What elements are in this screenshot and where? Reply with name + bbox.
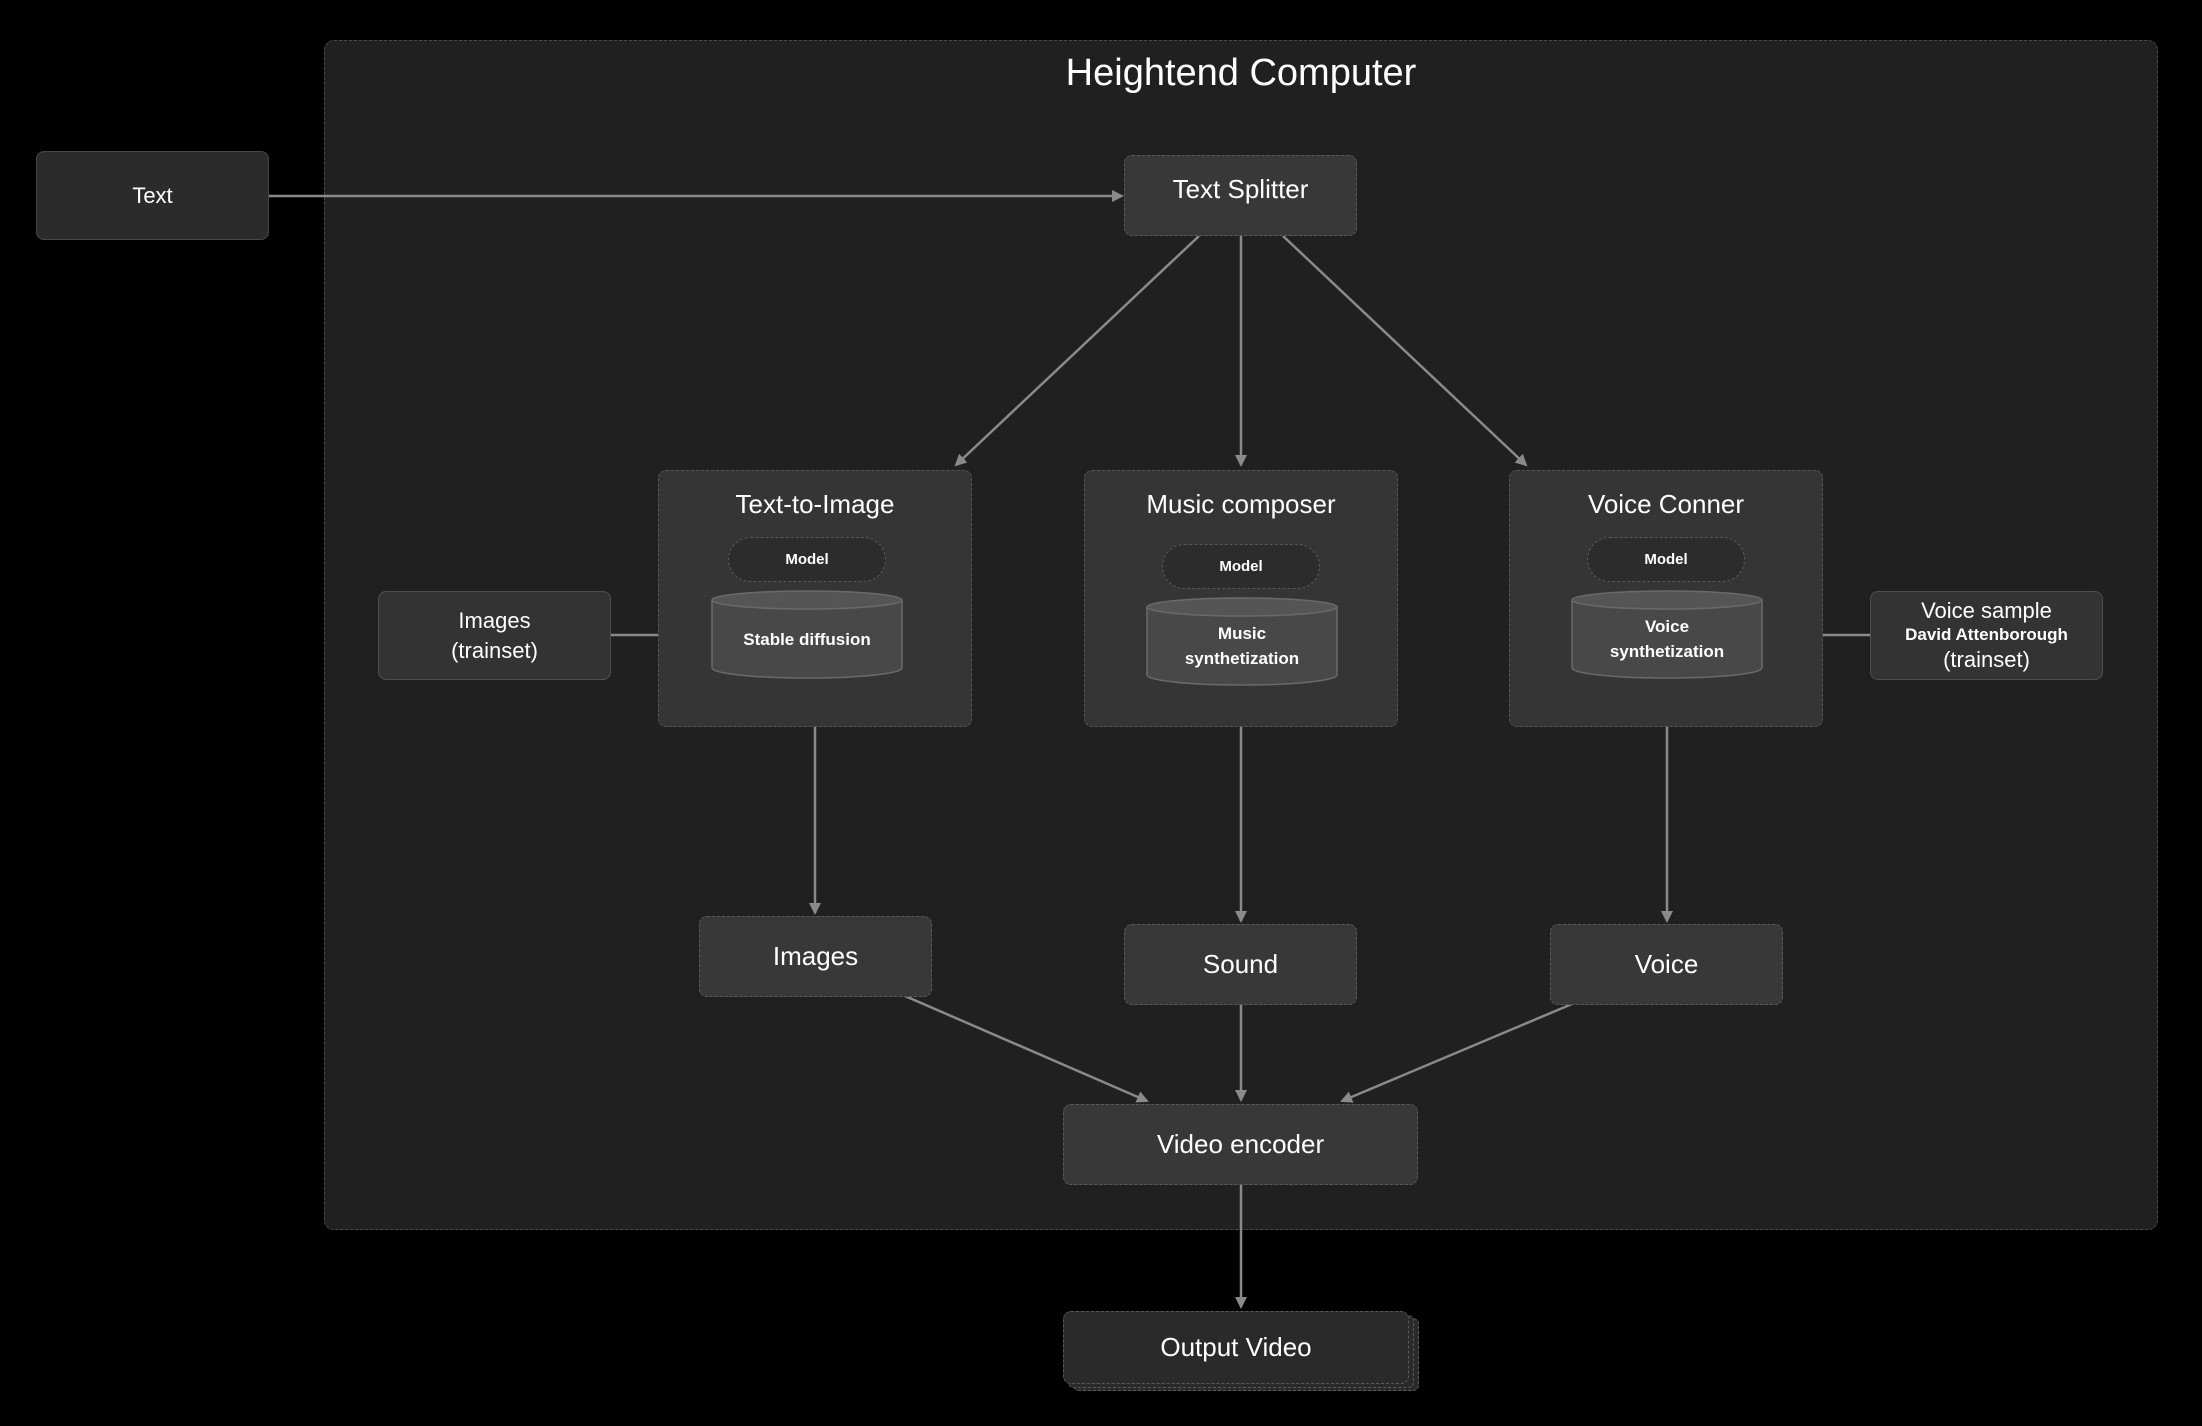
images-trainset-node: Images (trainset) (378, 591, 611, 680)
images-trainset-line2: (trainset) (451, 637, 538, 663)
music-synthetization-cylinder (1146, 597, 1338, 686)
images-output-label: Images (772, 941, 859, 971)
stable-diffusion-text: Stable diffusion (743, 629, 871, 649)
output-video-node: Output Video (1063, 1311, 1409, 1384)
stable-diffusion-cylinder (711, 590, 903, 679)
music-synthetization-label: Music synthetization (1146, 611, 1338, 681)
voice-synthetization-cylinder (1571, 590, 1763, 679)
music-synthetization-line2: synthetization (1184, 649, 1300, 668)
music-composer-model-pill: Model (1162, 544, 1320, 589)
text-splitter-node: Text Splitter (1124, 155, 1357, 236)
voice-conner-title: Voice Conner (1587, 489, 1745, 519)
music-synthetization-line1: Music (1217, 624, 1267, 643)
output-video-label: Output Video (1160, 1332, 1312, 1362)
edge-splitter-to-text-to-image (954, 235, 1200, 467)
voice-sample-line1: Voice sample (1921, 597, 2052, 623)
voice-output-node: Voice (1550, 924, 1783, 1005)
text-to-image-title: Text-to-Image (735, 489, 895, 519)
voice-conner-model-pill: Model (1587, 537, 1745, 582)
edge-splitter-to-voice-conner (1282, 235, 1528, 467)
voice-output-label: Voice (1634, 949, 1699, 979)
stable-diffusion-label: Stable diffusion (711, 604, 903, 674)
video-encoder-node: Video encoder (1063, 1104, 1418, 1185)
sound-output-node: Sound (1124, 924, 1357, 1005)
text-to-image-model-pill: Model (728, 537, 886, 582)
voice-synthetization-line1: Voice (1644, 617, 1690, 636)
music-composer-title: Music composer (1146, 489, 1336, 519)
images-trainset-line1: Images (458, 607, 531, 633)
voice-sample-line2: David Attenborough (1905, 624, 2068, 644)
text-splitter-label: Text Splitter (1172, 174, 1309, 204)
voice-sample-line3: (trainset) (1943, 646, 2030, 672)
sound-output-label: Sound (1202, 949, 1279, 979)
container-title: Heightend Computer (1065, 52, 1417, 94)
edge-images-to-video-encoder (904, 994, 1149, 1103)
text-input-label: Text (132, 182, 173, 208)
video-encoder-label: Video encoder (1156, 1129, 1325, 1159)
edge-voice-to-video-encoder (1340, 1002, 1573, 1103)
voice-synthetization-line2: synthetization (1609, 642, 1725, 661)
images-output-node: Images (699, 916, 932, 997)
voice-synthetization-label: Voice synthetization (1571, 604, 1763, 674)
text-input-node: Text (36, 151, 269, 240)
voice-sample-node: Voice sample David Attenborough (trainse… (1870, 591, 2103, 680)
